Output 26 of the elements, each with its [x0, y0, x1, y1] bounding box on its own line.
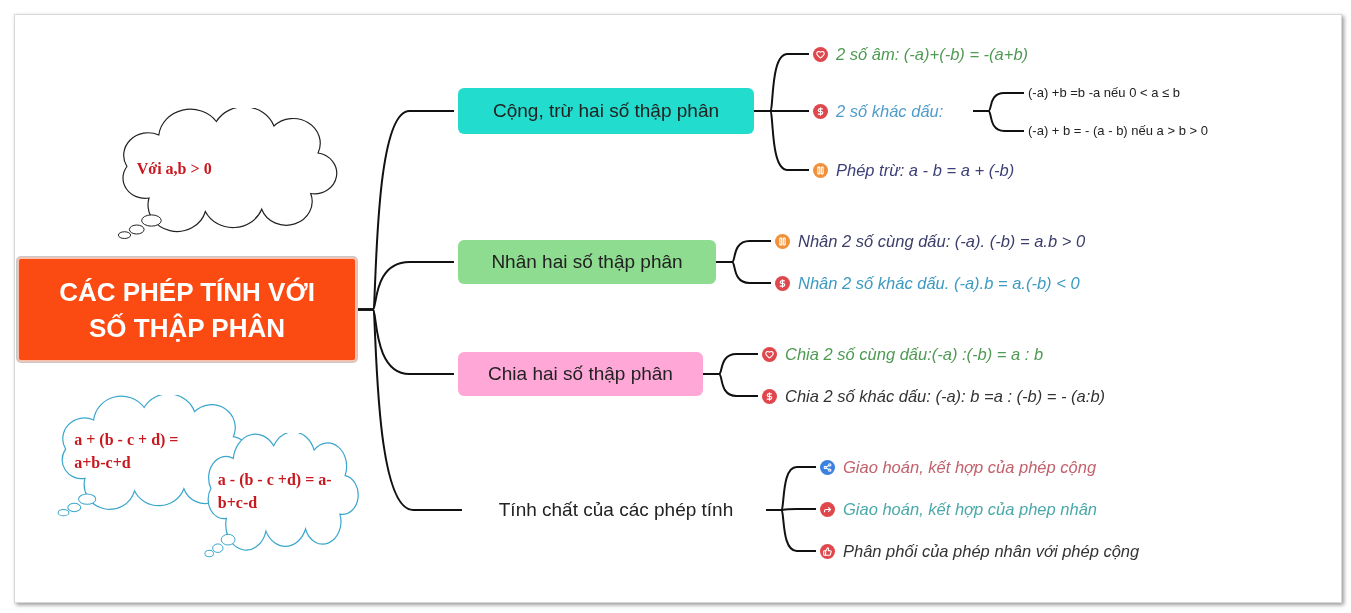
subtopic-text: (-a) + b = - (a - b) nếu a > b > 0: [1028, 122, 1208, 141]
subtopic-text: Phép trừ: a - b = a + (-b): [836, 159, 1015, 181]
branch-connector: [972, 110, 1025, 132]
branch-connector: [715, 261, 772, 284]
branch-topic-box: Cộng, trừ hai số thập phân: [458, 88, 754, 134]
branch-connector: [753, 110, 810, 171]
branch-topic: Tính chất của các phép tính: [466, 490, 766, 530]
subtopic-text: Giao hoán, kết hợp của phep nhân: [843, 498, 1097, 520]
cloud-text: a + (b - c + d) = a+b-c+d: [74, 430, 180, 474]
branch-connector: [702, 373, 759, 397]
subtopic-text: Chia 2 số khác dấu: (-a): b =a : (-b) = - (a:b): [785, 385, 1106, 407]
subtopic-text: 2 số âm: (-a)+(-b) = -(a+b): [836, 43, 1029, 65]
subtopic-text: 2 số khác dấu:: [836, 100, 944, 122]
subtopic-text: Chia 2 số cùng dấu:(-a) :(-b) = a : b: [785, 343, 1044, 365]
subtopic-text: Giao hoán, kết hợp của phép cộng: [843, 456, 1097, 478]
branch-connector: [765, 509, 817, 552]
subtopic-text: Phân phối của phép nhân với phép cộng: [843, 540, 1140, 562]
root-topic-box: CÁC PHÉP TÍNH VỚI SỐ THẬP PHÂN: [17, 257, 357, 362]
branch-connector: [356, 308, 463, 511]
subtopic-text: Nhân 2 số khác dấu. (-a).b = a.(-b) < 0: [798, 272, 1080, 294]
branch-topic-box: Chia hai số thập phân: [458, 352, 703, 396]
subtopic-text: Nhân 2 số cùng dấu: (-a). (-b) = a.b > 0: [798, 230, 1086, 252]
cloud-text: a - (b - c +d) = a-b+c-d: [217, 469, 333, 513]
cloud-text: Với a,b > 0: [136, 159, 212, 180]
subtopic-text: (-a) +b =b -a nếu 0 < a ≤ b: [1028, 84, 1181, 103]
branch-topic-box: Nhân hai số thập phân: [458, 240, 716, 284]
